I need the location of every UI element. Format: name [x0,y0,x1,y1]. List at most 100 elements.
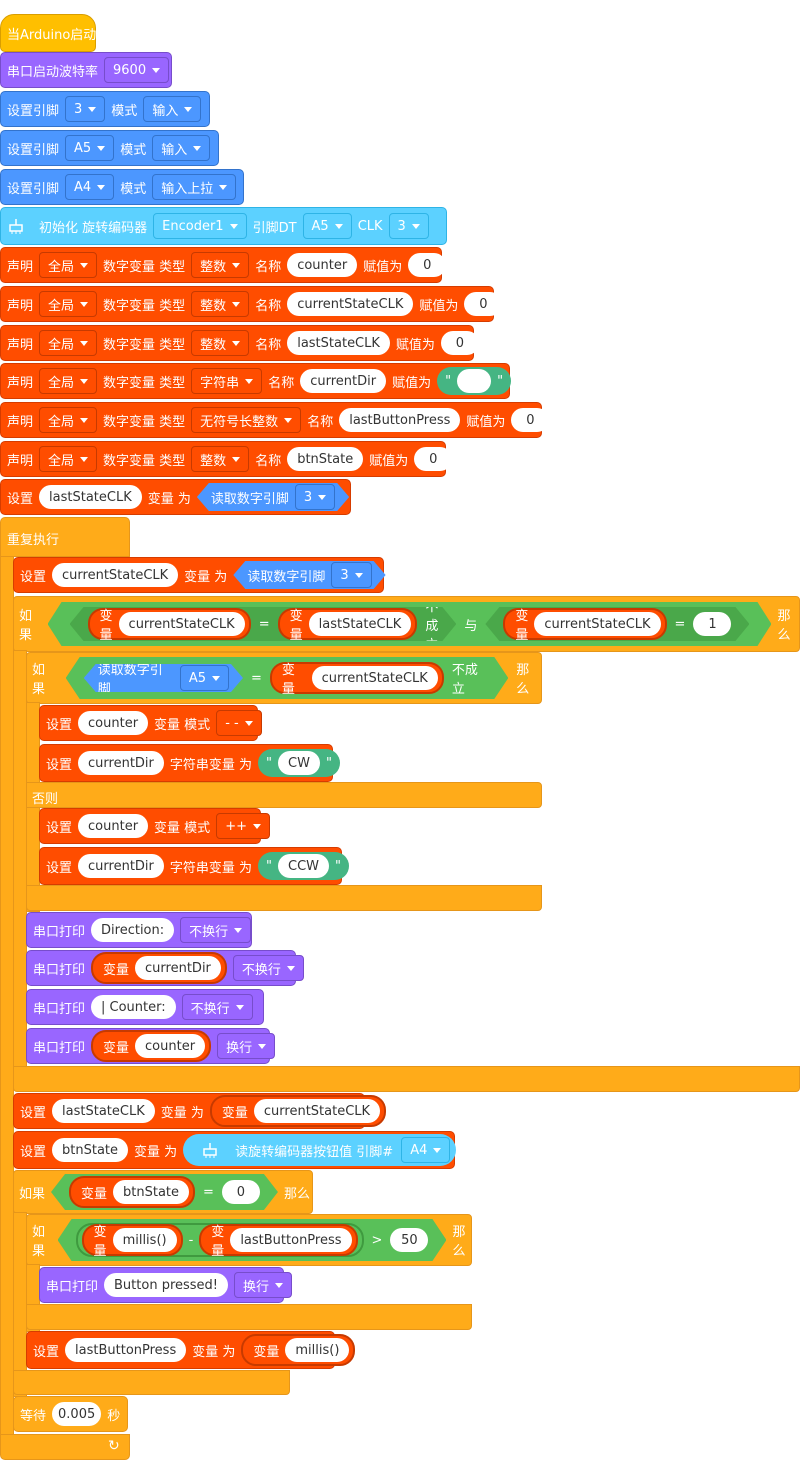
var-name-input[interactable]: currentDir [78,854,164,878]
value-input[interactable]: 0 [414,447,453,471]
mode-dropdown[interactable]: ++ [216,813,270,839]
var-name-input[interactable]: lastButtonPress [230,1228,351,1252]
declare-block[interactable]: 声明 全局 数字变量 类型 字符串 名称 currentDir 赋值为 "" [0,363,512,399]
value-input[interactable]: 0 [440,331,479,355]
var-name-input[interactable]: counter [78,814,149,838]
var-name-input[interactable]: currentStateCLK [253,1099,381,1123]
set-string-block[interactable]: 设置 currentDir 字符串变量 为 "CW" [39,744,340,782]
scope-dropdown[interactable]: 全局 [39,446,98,472]
value-input[interactable]: 0 [408,253,447,277]
pin-mode-block[interactable]: 设置引脚 A4 模式 输入上拉 [0,169,244,205]
declare-block[interactable]: 声明 全局 数字变量 类型 整数 名称 lastStateCLK 赋值为 0 [0,325,479,361]
pin-dropdown[interactable]: A5 [65,135,115,161]
value-input[interactable]: 50 [390,1228,428,1252]
var-name-input[interactable]: currentStateCLK [312,666,438,690]
var-name-input[interactable]: currentDir [300,369,387,393]
string-input[interactable]: CW [278,751,320,775]
var-name-input[interactable]: counter [78,711,149,735]
print-text-input[interactable]: Button pressed! [104,1273,229,1297]
scope-dropdown[interactable]: 全局 [39,368,98,394]
mode-dropdown[interactable]: 输入 [143,96,202,122]
var-name-input[interactable]: currentStateCLK [119,612,245,636]
wait-seconds-input[interactable]: 0.005 [52,1402,102,1426]
change-variable-block[interactable]: 设置 counter 变量 模式 ++ [39,808,270,844]
type-dropdown[interactable]: 整数 [191,446,250,472]
print-text-input[interactable]: | Counter: [91,995,176,1019]
scope-dropdown[interactable]: 全局 [39,407,98,433]
value-input[interactable]: 1 [693,612,731,636]
var-name-input[interactable]: lastStateCLK [287,331,390,355]
var-name-input[interactable]: currentStateCLK [52,563,179,587]
value-input[interactable]: 0 [464,292,503,316]
encoder-init-block[interactable]: 初始化 旋转编码器 Encoder1 引脚DT A5 CLK 3 [0,207,447,245]
pin-dropdown[interactable]: 3 [331,562,371,588]
type-dropdown[interactable]: 整数 [191,291,250,317]
mode-dropdown[interactable]: - - [216,710,262,736]
pin-dropdown[interactable]: A4 [65,174,115,200]
newline-dropdown[interactable]: 换行 [217,1033,276,1059]
var-name-input[interactable]: lastButtonPress [65,1338,187,1362]
mode-dropdown[interactable]: 输入上拉 [152,174,237,200]
value-input[interactable]: 0 [511,408,550,432]
type-dropdown[interactable]: 整数 [191,252,250,278]
pin-dropdown[interactable]: A4 [401,1137,451,1163]
newline-dropdown[interactable]: 不换行 [232,955,304,981]
value-input[interactable]: 0 [222,1180,260,1204]
serial-begin-block[interactable]: 串口启动波特率 9600 [0,52,172,88]
newline-dropdown[interactable]: 换行 [234,1272,293,1298]
var-name-input[interactable]: lastStateCLK [39,485,142,509]
encoder-button-reporter[interactable]: 读旋转编码器按钮值 引脚# A4 [183,1134,457,1166]
var-name-input[interactable]: lastStateCLK [52,1099,155,1123]
var-name-input[interactable]: currentDir [135,956,221,980]
declare-block[interactable]: 声明 全局 数字变量 类型 无符号长整数 名称 lastButtonPress … [0,402,550,438]
scope-dropdown[interactable]: 全局 [39,252,98,278]
pin-dropdown[interactable]: 3 [65,96,106,122]
serial-print-block[interactable]: 串口打印 Direction: 不换行 [26,912,252,948]
forever-loop-top[interactable] [0,517,130,557]
pin-mode-block[interactable]: 设置引脚 A5 模式 输入 [0,130,219,166]
var-name-input[interactable]: lastStateCLK [309,612,412,636]
print-text-input[interactable]: Direction: [91,918,175,942]
dt-dropdown[interactable]: A5 [302,213,352,239]
set-string-block[interactable]: 设置 currentDir 字符串变量 为 "CCW" [39,847,350,885]
type-dropdown[interactable]: 字符串 [191,368,263,394]
type-dropdown[interactable]: 无符号长整数 [191,407,302,433]
string-input[interactable]: CCW [278,854,330,878]
scope-dropdown[interactable]: 全局 [39,330,98,356]
declare-block[interactable]: 声明 全局 数字变量 类型 整数 名称 counter 赋值为 0 [0,247,447,283]
type-dropdown[interactable]: 整数 [191,330,250,356]
var-name-input[interactable]: millis() [285,1338,350,1362]
mode-dropdown[interactable]: 输入 [152,135,211,161]
scope-dropdown[interactable]: 全局 [39,291,98,317]
newline-dropdown[interactable]: 不换行 [181,994,253,1020]
var-name-input[interactable]: currentStateCLK [287,292,414,316]
var-name-input[interactable]: btnState [113,1180,189,1204]
var-name-input[interactable]: millis() [113,1228,177,1252]
var-name-input[interactable]: counter [135,1034,206,1058]
encoder-dropdown[interactable]: Encoder1 [153,213,247,239]
